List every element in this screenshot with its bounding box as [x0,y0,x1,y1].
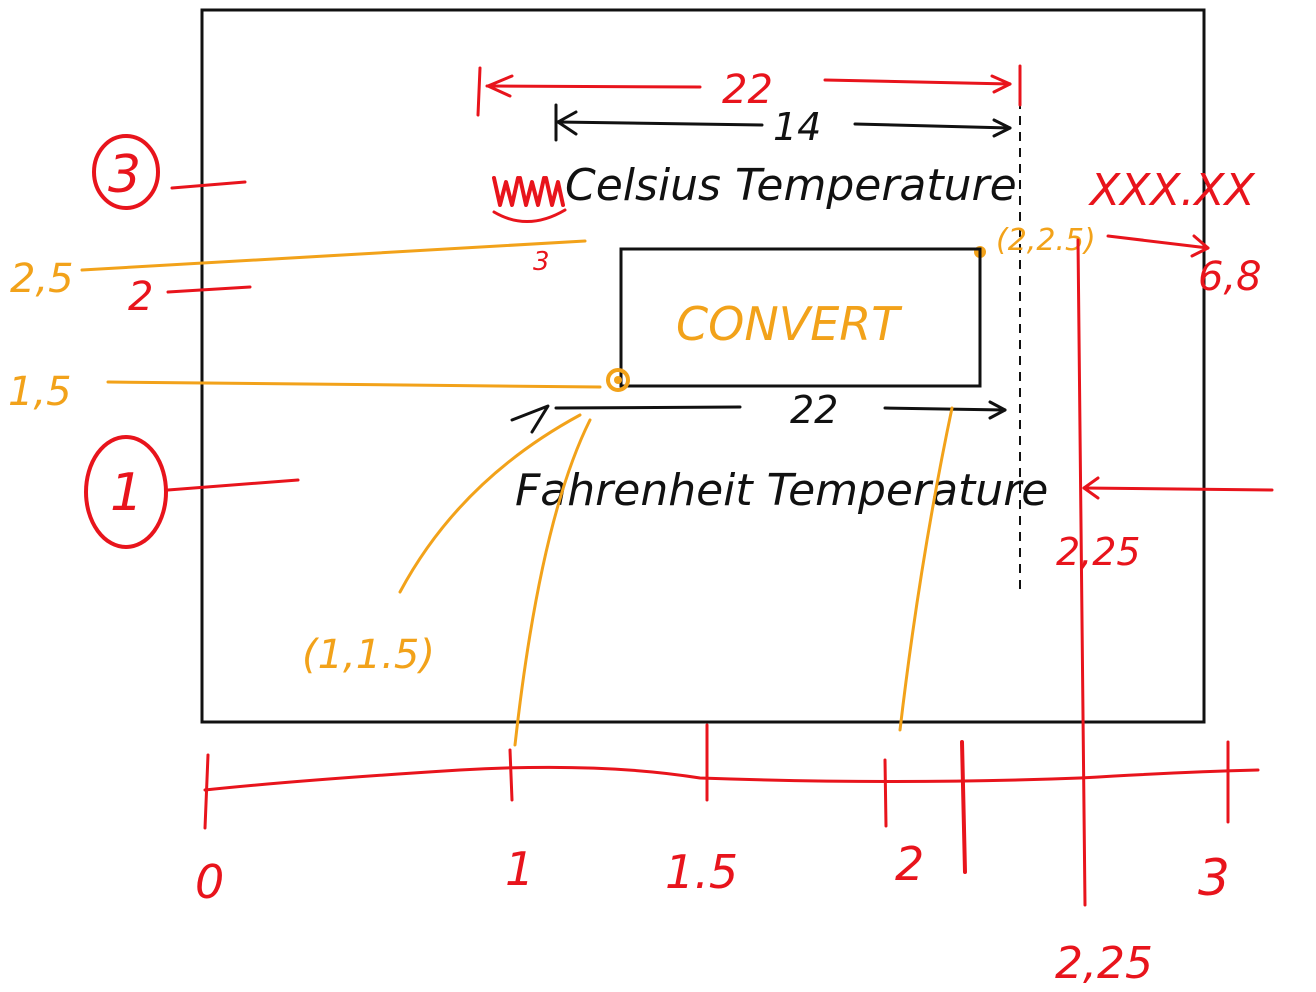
dim-22-top-label: 22 [722,67,773,113]
circled-3-label: 3 [108,145,141,205]
celsius-label: Celsius Temperature [565,160,1017,211]
convert-button[interactable] [619,247,982,388]
small-3-label: 3 [533,247,550,277]
output-x-pointer [1082,486,1274,492]
dimension-14: 14 [554,103,1012,149]
leader-2 [898,406,954,732]
fahrenheit-label: Fahrenheit Temperature [515,465,1048,516]
point-button-left-label: (1,1.5) [302,632,435,678]
output-width-label: 6,8 [1198,254,1262,300]
leader-1 [513,418,592,747]
font-size-scribble: 3 [492,176,567,277]
axis-tick-2 [883,758,888,828]
left-2-5-label: 2,5 [10,256,74,302]
left-2-label: 2 [128,274,153,320]
output-x-label: 2,25 [1056,530,1141,574]
marker-2: 2 [128,274,252,320]
x-axis: 0 1 1.5 2 3 [195,723,1260,909]
dimension-22-bottom: 22 [510,388,1007,434]
axis-tick-0 [203,753,210,830]
dim-14-label: 14 [773,105,821,149]
axis-label-1-5: 1.5 [665,845,738,899]
output-x-line [1076,238,1087,907]
button-bottom-left-point [606,368,630,392]
axis-tick-2-1 [960,740,967,874]
axis-label-0: 0 [195,855,224,909]
window-frame [200,8,1206,724]
axis-label-2: 2 [895,837,924,891]
dim-22-bottom-label: 22 [790,388,838,432]
marker-1: 1 [84,435,300,549]
output-width-line [1106,234,1210,250]
guide-1-5-line [106,380,602,389]
guide-2-5-line [80,239,587,272]
left-1-5-label: 1,5 [8,369,72,415]
output-x-bottom-label: 2,25 [1055,938,1153,989]
output-format-label: XXX.XX [1088,165,1256,216]
dimension-22-top: 22 [476,64,1022,117]
leader-1-5 [398,413,582,594]
convert-button-label: CONVERT [676,297,903,351]
axis-tick-1 [508,748,514,802]
circled-1-label: 1 [110,463,143,523]
axis-label-3: 3 [1198,849,1230,907]
point-button-right-label: (2,2.5) [996,223,1096,258]
marker-3: 3 [92,134,247,210]
axis-label-1: 1 [505,842,534,896]
button-bottom-left-dot [614,376,622,384]
